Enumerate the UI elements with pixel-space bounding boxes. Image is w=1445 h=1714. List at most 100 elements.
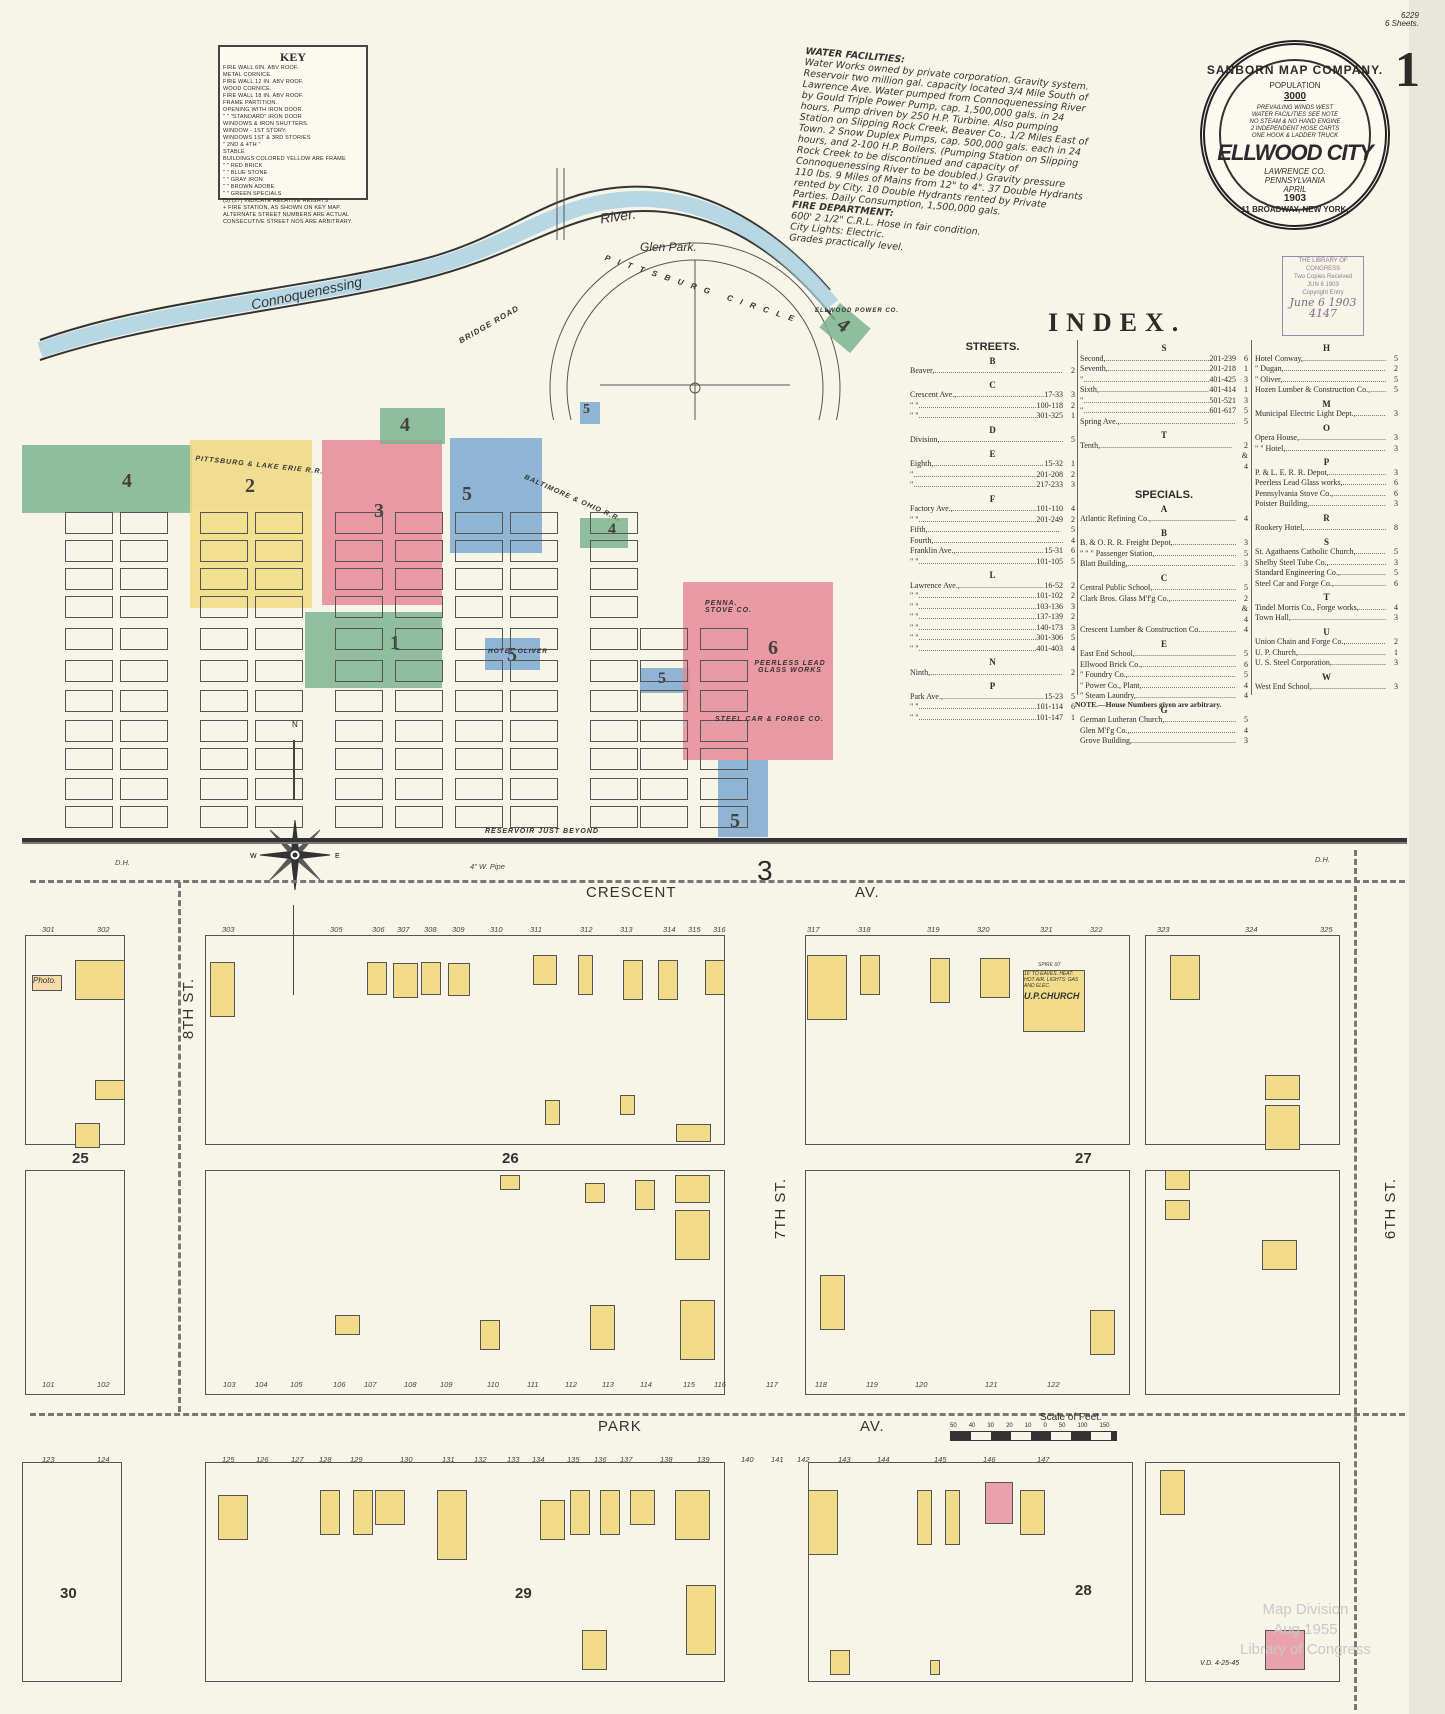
street-block: [700, 748, 748, 770]
lot-number: 144: [877, 1455, 890, 1464]
index-leader: [1151, 514, 1236, 525]
index-row: B. & O. R. R. Freight Depot,3: [1080, 538, 1248, 549]
index-note: NOTE.—House Numbers given are arbitrary.: [1075, 700, 1222, 709]
lot-frame: [805, 935, 1130, 1145]
index-letter: S: [1161, 343, 1167, 353]
lot-number: 103: [223, 1380, 236, 1389]
index-letter: A: [1160, 503, 1168, 514]
lot-number: 119: [866, 1380, 878, 1389]
index-name: " ": [910, 514, 919, 524]
index-range: 101-105: [1036, 556, 1063, 566]
street-block: [335, 660, 383, 682]
index-row: Central Public School,5: [1080, 583, 1248, 594]
index-sheet: 2: [1071, 400, 1075, 410]
seal-population-label: POPULATION: [1269, 81, 1321, 90]
street-block: [590, 512, 638, 534]
index-name: Union Chain and Forge Co.,: [1255, 637, 1346, 646]
street-block: [65, 512, 113, 534]
index-sheet: 3: [1071, 622, 1075, 632]
index-leader: [956, 390, 1044, 401]
frame-dwelling: [658, 960, 678, 1000]
index-row: Standard Engineering Co.,5: [1255, 568, 1398, 579]
street-block: [200, 568, 248, 590]
lot-number: 302: [97, 925, 110, 934]
up-church-building: U.P.CHURCH 16' TO EAVES. HEAT: HOT AIR. …: [1023, 970, 1085, 1032]
frame-dwelling: [623, 960, 643, 1000]
index-name: " ": [910, 643, 919, 653]
key-line: " " BROWN ADOBE: [223, 184, 275, 190]
index-leader: [1370, 385, 1386, 396]
seal-month: APRIL: [1283, 185, 1307, 194]
index-leader: [1154, 549, 1236, 560]
index-leader: [930, 668, 1063, 679]
lot-number: 308: [424, 925, 437, 934]
street-block: [640, 660, 688, 682]
index-leader: [1128, 670, 1236, 681]
street-block: [700, 778, 748, 800]
sheet-zone-5-hotel-oliver: 5: [485, 638, 540, 670]
index-sheet: 6: [1394, 578, 1398, 588]
index-range: 401-414: [1209, 385, 1236, 394]
index-sheet: 5: [1394, 374, 1398, 384]
index-row: Shelby Steel Tube Co.,3: [1255, 558, 1398, 569]
lot-number: 125: [222, 1455, 235, 1464]
lot-number: 310: [490, 925, 503, 934]
index-name: " Dugan,: [1255, 364, 1284, 373]
index-name: Glen M'f'g Co.,: [1080, 725, 1130, 735]
library-watermark: Map Division Aug 1955 Library of Congres…: [1240, 1600, 1371, 1660]
street-block: [395, 596, 443, 618]
index-row: Pennsylvania Stove Co.,6: [1255, 489, 1398, 500]
meridian-line-south: [293, 905, 294, 995]
index-leader: [919, 591, 1037, 602]
map-key-legend: KEY FIRE WALL 6IN. ABV ROOF.METAL CORNIC…: [218, 45, 368, 225]
index-range: 217-233: [1036, 480, 1063, 489]
street-block: [510, 596, 558, 618]
index-range: 101-114: [1036, 702, 1063, 711]
frame-dwelling: [533, 955, 557, 985]
index-letter: P: [1323, 457, 1330, 467]
stamp-line: Copyright Entry: [1302, 290, 1344, 296]
index-leader: [1200, 625, 1236, 636]
park-av-label: PARK: [598, 1418, 642, 1435]
church-note: 16' TO EAVES. HEAT: HOT AIR. LIGHTS: GAS…: [1024, 971, 1079, 989]
street-block: [455, 690, 503, 712]
svg-text:W: W: [250, 853, 257, 860]
index-letter: W: [1322, 671, 1331, 682]
street-block: [640, 806, 688, 828]
water-pipe-label: 4" W. Pipe: [470, 862, 505, 871]
reservoir-note: RESERVOIR JUST BEYOND: [485, 828, 599, 835]
index-leader: [919, 401, 1037, 412]
index-name: German Lutheran Church,: [1080, 715, 1165, 724]
index-name: Rookery Hotel,: [1255, 523, 1305, 532]
river-icon: [37, 168, 841, 420]
index-row: Blatt Building,3: [1080, 559, 1248, 570]
lot-frame: [805, 1170, 1130, 1395]
index-letter: S: [1323, 536, 1329, 547]
scale-tick: 50: [950, 1423, 957, 1429]
street-block: [335, 568, 383, 590]
index-range: 137-139: [1036, 612, 1063, 621]
index-sheet: 6: [1071, 546, 1075, 555]
key-line: " " "STANDARD" IRON DOOR: [223, 114, 302, 120]
index-row: Tindel Morris Co., Forge works,4: [1255, 603, 1398, 614]
frame-dwelling: [582, 1630, 607, 1670]
street-block: [65, 748, 113, 770]
watermark-line: Map Division: [1262, 1601, 1349, 1618]
index-letter: B: [1160, 527, 1167, 538]
frame-dwelling: [680, 1300, 715, 1360]
lot-number: 146: [983, 1455, 996, 1464]
index-row: " Oliver,5: [1255, 375, 1398, 386]
index-letter: R: [1323, 512, 1330, 523]
index-sheet: 5: [1071, 691, 1075, 701]
index-name: " ": [910, 633, 919, 642]
street-block: [395, 568, 443, 590]
lot-number: 319: [927, 925, 940, 934]
index-leader: [919, 644, 1037, 655]
index-leader: [1083, 406, 1209, 417]
index-row: " Power Co., Plant,4: [1080, 681, 1248, 692]
index-name: U. P. Church,: [1255, 647, 1298, 657]
